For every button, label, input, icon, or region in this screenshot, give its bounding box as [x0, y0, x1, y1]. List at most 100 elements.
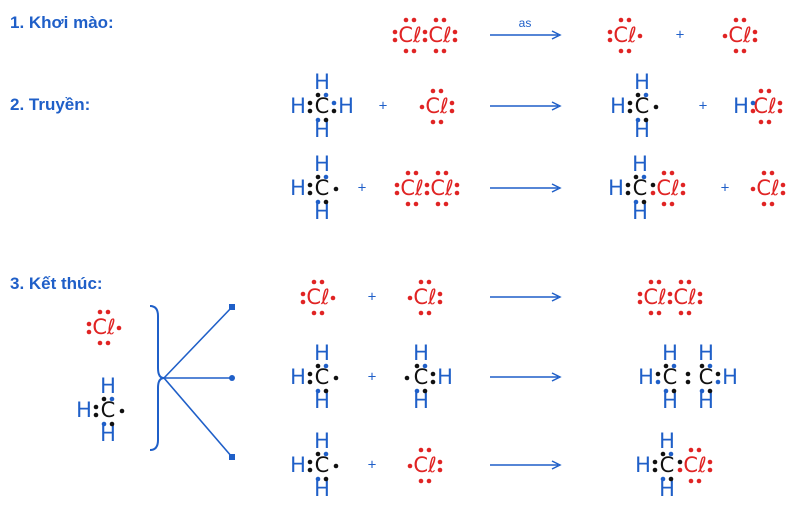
atom-cl: Cℓ [400, 176, 423, 200]
electron-dot [300, 299, 306, 305]
atom-h: H [314, 152, 330, 176]
electron-dot [426, 447, 432, 453]
electron-dot [641, 174, 647, 180]
branch-end [229, 454, 235, 460]
electron-dot [411, 17, 417, 23]
electron-dot [653, 104, 659, 110]
electron-dot [699, 363, 705, 369]
species-cl-radical-l: Cℓ [407, 447, 443, 484]
atom-h: H [638, 365, 654, 389]
atom-h: H [314, 118, 330, 142]
electron-dot [686, 310, 692, 316]
plus-sign: + [379, 98, 388, 115]
electron-dot [403, 48, 409, 54]
electron-dot [86, 329, 92, 335]
electron-dot [426, 279, 432, 285]
atom-cl: Cℓ [656, 176, 679, 200]
electron-dot [424, 182, 430, 188]
plus-sign: + [676, 27, 685, 44]
atom-h: H [314, 70, 330, 94]
electron-dot [697, 299, 703, 305]
electron-dot [625, 182, 631, 188]
plus-sign: + [368, 369, 377, 386]
electron-dot [663, 363, 669, 369]
electron-dot [648, 310, 654, 316]
electron-dot [333, 186, 339, 192]
arrow-label: as [519, 16, 532, 30]
electron-dot [307, 100, 313, 106]
electron-dot [766, 88, 772, 94]
electron-dot [311, 310, 317, 316]
electron-dot [637, 33, 643, 39]
electron-dot [407, 295, 413, 301]
electron-dot [678, 279, 684, 285]
electron-dot [437, 291, 443, 297]
electron-dot [422, 388, 428, 394]
electron-dot [323, 388, 329, 394]
electron-dot [441, 17, 447, 23]
atom-cl: Cℓ [306, 285, 329, 309]
electron-dot [105, 309, 111, 315]
electron-dot [97, 309, 103, 315]
step-3-heading: 3. Kết thúc: [10, 274, 103, 293]
electron-dot [733, 48, 739, 54]
electron-dot [307, 108, 313, 114]
electron-dot [430, 371, 436, 377]
electron-dot [414, 388, 420, 394]
electron-dot [677, 459, 683, 465]
electron-dot [741, 17, 747, 23]
atom-h: H [413, 341, 429, 365]
electron-dot [707, 363, 713, 369]
atom-c: C [414, 365, 429, 389]
electron-dot [758, 88, 764, 94]
atom-h: H [314, 200, 330, 224]
electron-dot [663, 388, 669, 394]
electron-dot [97, 340, 103, 346]
electron-dot [437, 467, 443, 473]
electron-dot [707, 388, 713, 394]
electron-dot [307, 459, 313, 465]
atom-h: H [76, 398, 92, 422]
electron-dot [733, 17, 739, 23]
electron-dot [669, 201, 675, 207]
electron-dot [680, 182, 686, 188]
electron-dot [652, 467, 658, 473]
electron-dot [741, 48, 747, 54]
electron-dot [93, 412, 99, 418]
atom-cl: Cℓ [428, 23, 451, 47]
electron-dot [323, 92, 329, 98]
atom-cl: Cℓ [430, 176, 453, 200]
atom-c: C [101, 398, 116, 422]
electron-dot [435, 170, 441, 176]
arrow-head-icon [551, 460, 562, 470]
plus-sign: + [368, 289, 377, 306]
atom-c: C [635, 94, 650, 118]
atom-h: H [634, 70, 650, 94]
electron-dot [411, 48, 417, 54]
atom-h: H [632, 152, 648, 176]
step-2-heading: 2. Truyền: [10, 95, 90, 114]
atom-h: H [314, 429, 330, 453]
electron-dot [323, 363, 329, 369]
plus-sign: + [368, 457, 377, 474]
step-1-heading: 1. Khơi mào: [10, 13, 114, 32]
atom-c: C [660, 453, 675, 477]
electron-dot [315, 174, 321, 180]
electron-dot [633, 174, 639, 180]
atom-h: H [662, 341, 678, 365]
electron-dot [626, 17, 632, 23]
electron-dot [333, 463, 339, 469]
electron-dot [780, 182, 786, 188]
atom-h: H [290, 176, 306, 200]
electron-dot [627, 100, 633, 106]
electron-dot [323, 199, 329, 205]
electron-dot [669, 170, 675, 176]
electron-dot [635, 117, 641, 123]
electron-dot [452, 37, 458, 43]
atom-c: C [633, 176, 648, 200]
